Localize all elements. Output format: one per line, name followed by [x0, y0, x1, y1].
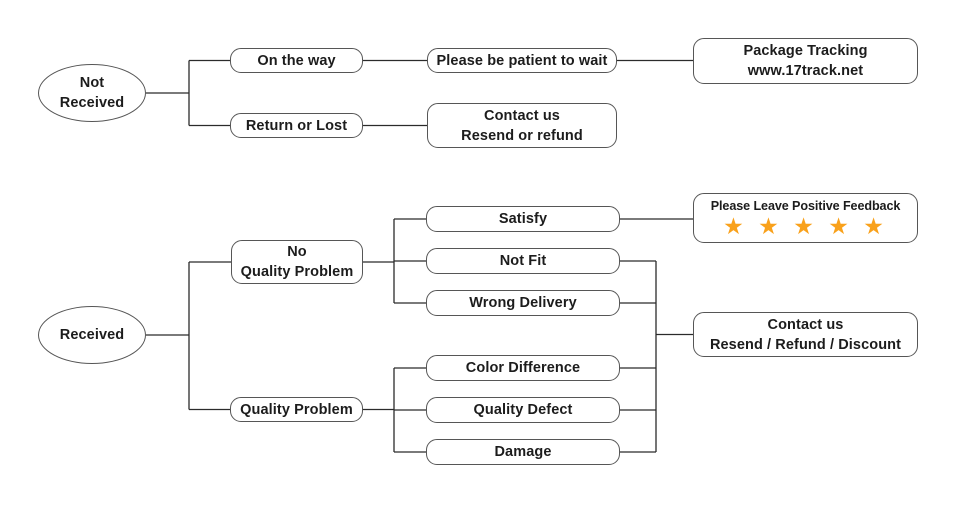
node-contact-resend-refund: Contact us Resend or refund: [427, 103, 617, 148]
node-on-the-way: On the way: [230, 48, 363, 73]
node-not-received: Not Received: [38, 64, 146, 122]
node-label: Please Leave Positive Feedback: [710, 198, 901, 213]
top-flow-connectors: [146, 59, 693, 127]
node-label: Quality Problem: [240, 401, 353, 418]
node-label-line: No: [287, 244, 307, 260]
node-no-quality-problem: No Quality Problem: [231, 240, 363, 284]
node-label-line: Not: [79, 75, 105, 91]
node-label-line: Contact us: [484, 107, 560, 124]
node-label: Wrong Delivery: [469, 295, 577, 311]
node-label-line: Quality Problem: [240, 264, 354, 280]
node-label-line: Received: [59, 95, 125, 111]
node-label-line: Package Tracking: [743, 43, 868, 59]
star-rating-icons: ★ ★ ★ ★ ★: [723, 213, 888, 240]
node-wrong-delivery: Wrong Delivery: [426, 290, 620, 316]
node-be-patient: Please be patient to wait: [427, 48, 617, 73]
node-label: Return or Lost: [245, 117, 348, 134]
node-return-or-lost: Return or Lost: [230, 113, 363, 138]
node-satisfy: Satisfy: [426, 206, 620, 232]
node-quality-defect: Quality Defect: [426, 397, 620, 423]
node-package-tracking: Package Tracking www.17track.net: [693, 38, 918, 84]
node-not-fit: Not Fit: [426, 248, 620, 274]
node-label-line: Resend / Refund / Discount: [709, 336, 902, 353]
node-positive-feedback: Please Leave Positive Feedback ★ ★ ★ ★ ★: [693, 193, 918, 243]
node-label: Damage: [494, 444, 552, 460]
node-label-line: Resend or refund: [461, 127, 583, 144]
tracking-url: www.17track.net: [747, 63, 864, 79]
node-damage: Damage: [426, 439, 620, 465]
bottom-flow-connectors: [146, 218, 693, 453]
node-label: On the way: [257, 52, 336, 69]
node-color-difference: Color Difference: [426, 355, 620, 381]
node-label: Satisfy: [498, 211, 548, 227]
node-received: Received: [38, 306, 146, 364]
node-label: Please be patient to wait: [436, 52, 608, 69]
node-label: Not Fit: [499, 253, 547, 269]
node-label: Received: [59, 327, 125, 343]
node-contact-resend-refund-discount: Contact us Resend / Refund / Discount: [693, 312, 918, 357]
node-label-line: Contact us: [767, 316, 844, 333]
node-label: Color Difference: [465, 360, 581, 376]
node-label: Quality Defect: [473, 402, 573, 418]
node-quality-problem: Quality Problem: [230, 397, 363, 422]
